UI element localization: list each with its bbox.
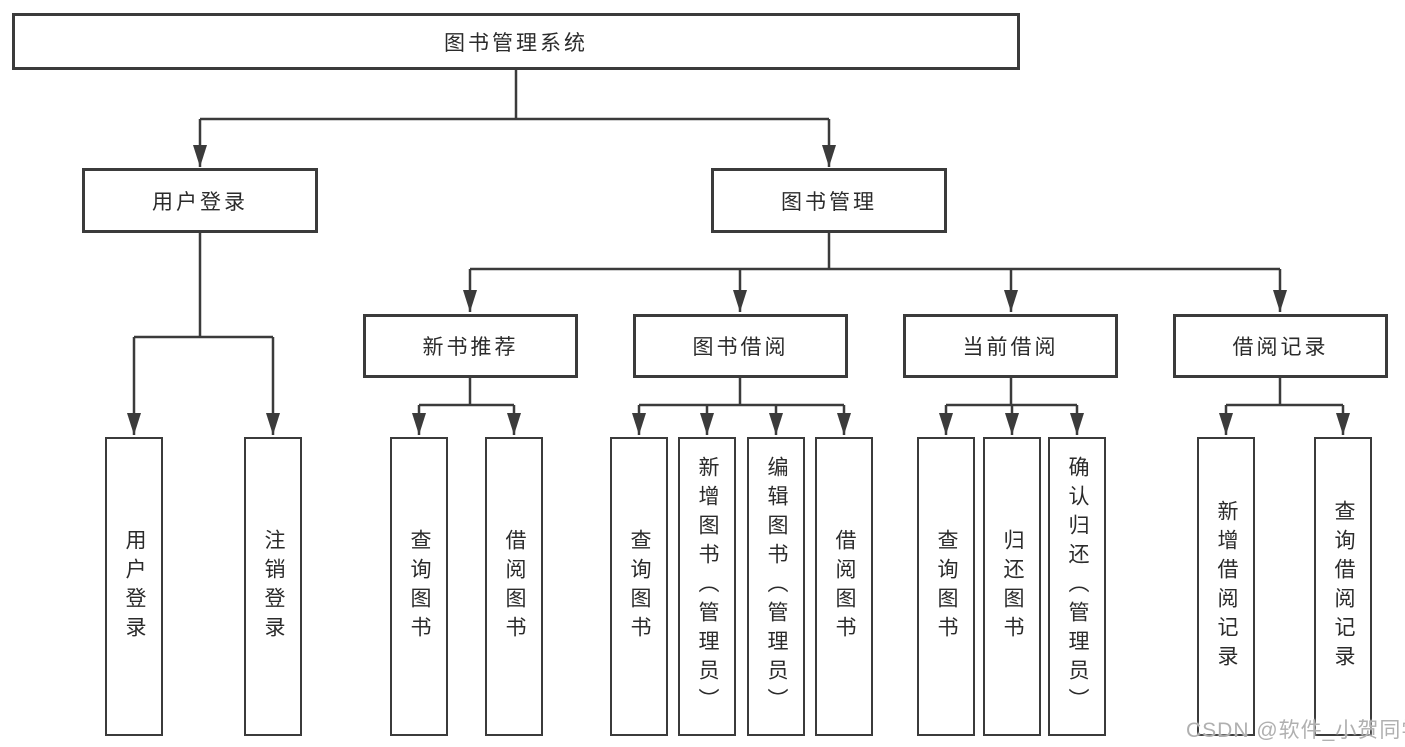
leaf-user-login: 用户登录	[105, 437, 163, 736]
node-book-management: 图书管理	[711, 168, 947, 233]
csdn-watermark: CSDN @软件_小贺同学	[1186, 719, 1405, 742]
node-current-borrow: 当前借阅	[903, 314, 1118, 378]
leaf-logout-login: 注销登录	[244, 437, 302, 736]
node-borrow-records: 借阅记录	[1173, 314, 1388, 378]
leaf-current-confirm-return-admin: 确认归还（管理员）	[1048, 437, 1106, 736]
node-new-book-recommend: 新书推荐	[363, 314, 578, 378]
leaf-current-query-books: 查询图书	[917, 437, 975, 736]
leaf-borrow-edit-books-admin: 编辑图书（管理员）	[747, 437, 805, 736]
leaf-records-query-borrow-record: 查询借阅记录	[1314, 437, 1372, 736]
leaf-records-add-borrow-record: 新增借阅记录	[1197, 437, 1255, 736]
leaf-newbook-query-books: 查询图书	[390, 437, 448, 736]
node-user-login: 用户登录	[82, 168, 318, 233]
leaf-borrow-query-books: 查询图书	[610, 437, 668, 736]
node-book-borrow: 图书借阅	[633, 314, 848, 378]
leaf-borrow-borrow-books: 借阅图书	[815, 437, 873, 736]
leaf-current-return-books: 归还图书	[983, 437, 1041, 736]
node-library-management-system: 图书管理系统	[12, 13, 1020, 70]
leaf-newbook-borrow-books: 借阅图书	[485, 437, 543, 736]
leaf-borrow-add-books-admin: 新增图书（管理员）	[678, 437, 736, 736]
